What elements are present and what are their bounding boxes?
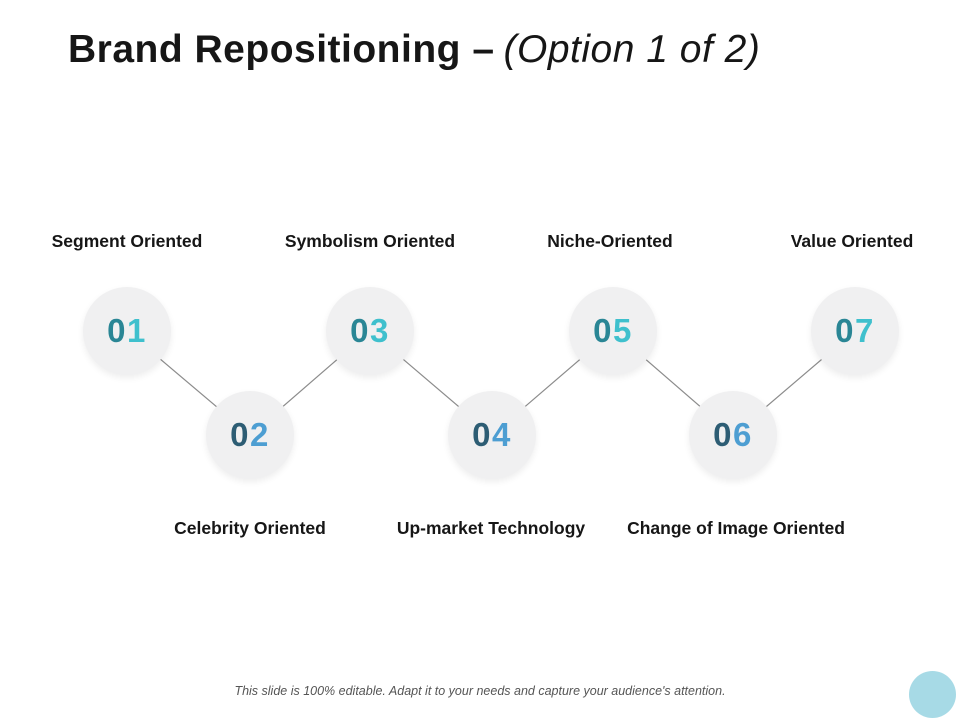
editable-note: This slide is 100% editable. Adapt it to… xyxy=(234,684,726,698)
step-number-zero: 0 xyxy=(107,312,127,349)
step-label-symbolism-oriented: Symbolism Oriented xyxy=(284,231,456,251)
step-number-digit: 7 xyxy=(855,312,875,349)
page-title-main: Brand Repositioning – xyxy=(68,28,495,71)
step-label-value-oriented: Value Oriented xyxy=(790,231,914,251)
step-number-zero: 0 xyxy=(835,312,855,349)
step-number-zero: 0 xyxy=(350,312,370,349)
page-title-option: (Option 1 of 2) xyxy=(503,28,761,71)
step-number-digit: 1 xyxy=(127,312,147,349)
step-number-digit: 4 xyxy=(492,416,512,453)
corner-decoration-circle xyxy=(909,671,956,718)
step-number-zero: 0 xyxy=(593,312,613,349)
page-title: Brand Repositioning –(Option 1 of 2) xyxy=(68,28,760,72)
step-number-zero: 0 xyxy=(230,416,250,453)
step-label-niche-oriented: Niche-Oriented xyxy=(547,231,673,251)
step-label-up-market-technology: Up-market Technology xyxy=(396,518,586,538)
step-number-zero: 0 xyxy=(472,416,492,453)
step-number-digit: 2 xyxy=(250,416,270,453)
step-number-zero: 0 xyxy=(713,416,733,453)
step-label-celebrity-oriented: Celebrity Oriented xyxy=(174,518,326,538)
step-label-segment-oriented: Segment Oriented xyxy=(51,231,203,251)
step-number-digit: 3 xyxy=(370,312,390,349)
step-label-change-of-image-oriented: Change of Image Oriented xyxy=(627,518,845,538)
step-number-digit: 6 xyxy=(733,416,753,453)
step-number-digit: 5 xyxy=(613,312,633,349)
